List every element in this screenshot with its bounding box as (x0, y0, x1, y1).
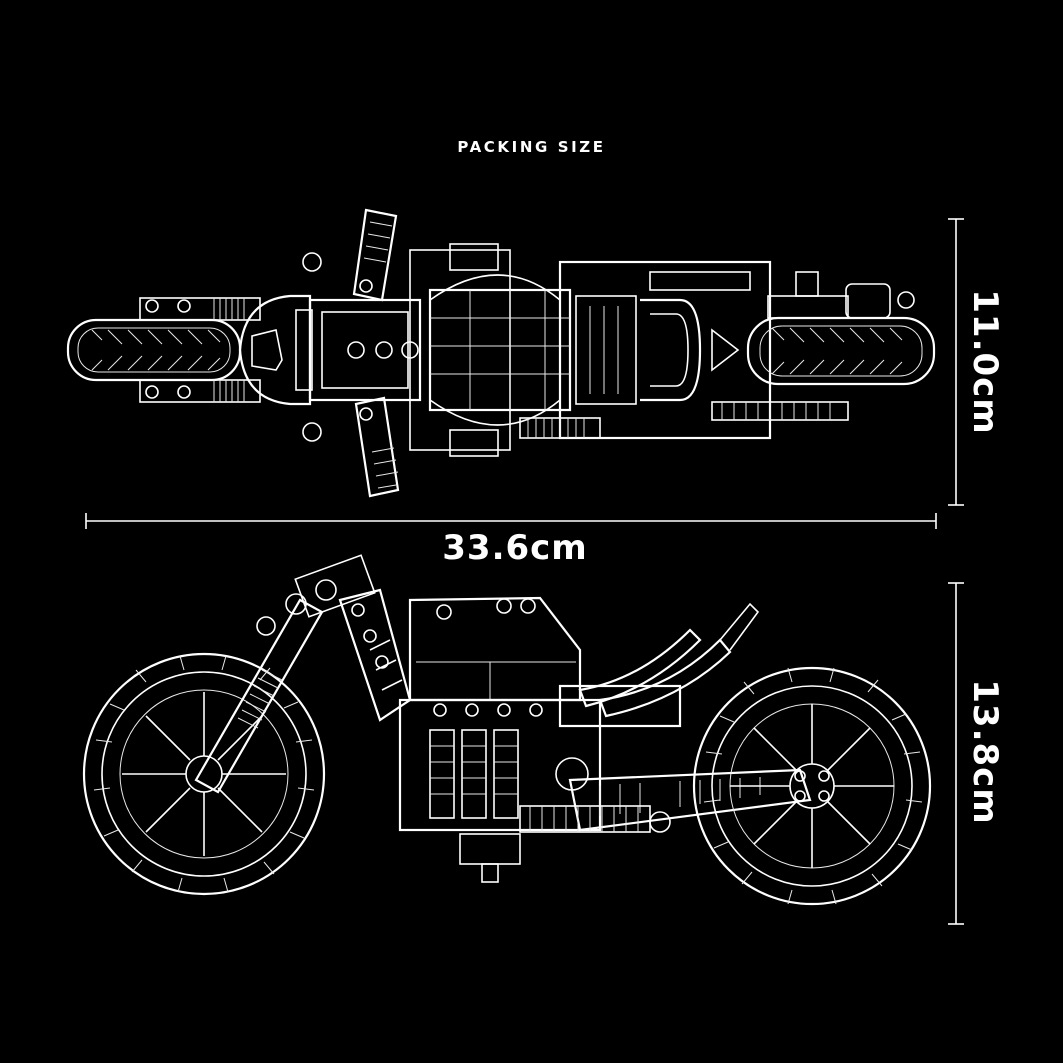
engine-block-side (398, 698, 602, 883)
chain-top (711, 401, 849, 421)
packing-size-title: PACKING SIZE (457, 138, 606, 156)
exhaust-pipes-side (578, 602, 760, 718)
side-view-height-dimension-label: 13.8cm (965, 679, 1005, 825)
front-tire-top (66, 318, 242, 382)
front-fork-springs-top (139, 297, 261, 403)
front-cowl-top (238, 294, 313, 406)
length-dimension-line (85, 513, 937, 529)
front-wheel-side (82, 652, 326, 896)
motorcycle-side-view (82, 554, 932, 906)
frame-and-tank-top (308, 243, 572, 457)
rear-tire-top (746, 271, 936, 386)
fuel-tank-side (408, 596, 582, 702)
handlebars-top (302, 208, 400, 498)
front-fork-side (194, 554, 376, 794)
rear-wheel-side (692, 666, 932, 906)
top-view-height-dimension-line (948, 218, 964, 506)
side-view-height-dimension-line (948, 582, 964, 925)
top-view-height-dimension-label: 11.0cm (965, 289, 1005, 435)
seat-and-rear-top (519, 260, 772, 440)
length-dimension-label: 33.6cm (442, 528, 588, 568)
seat-and-swingarm-side (519, 684, 812, 833)
motorcycle-top-view (66, 208, 936, 498)
